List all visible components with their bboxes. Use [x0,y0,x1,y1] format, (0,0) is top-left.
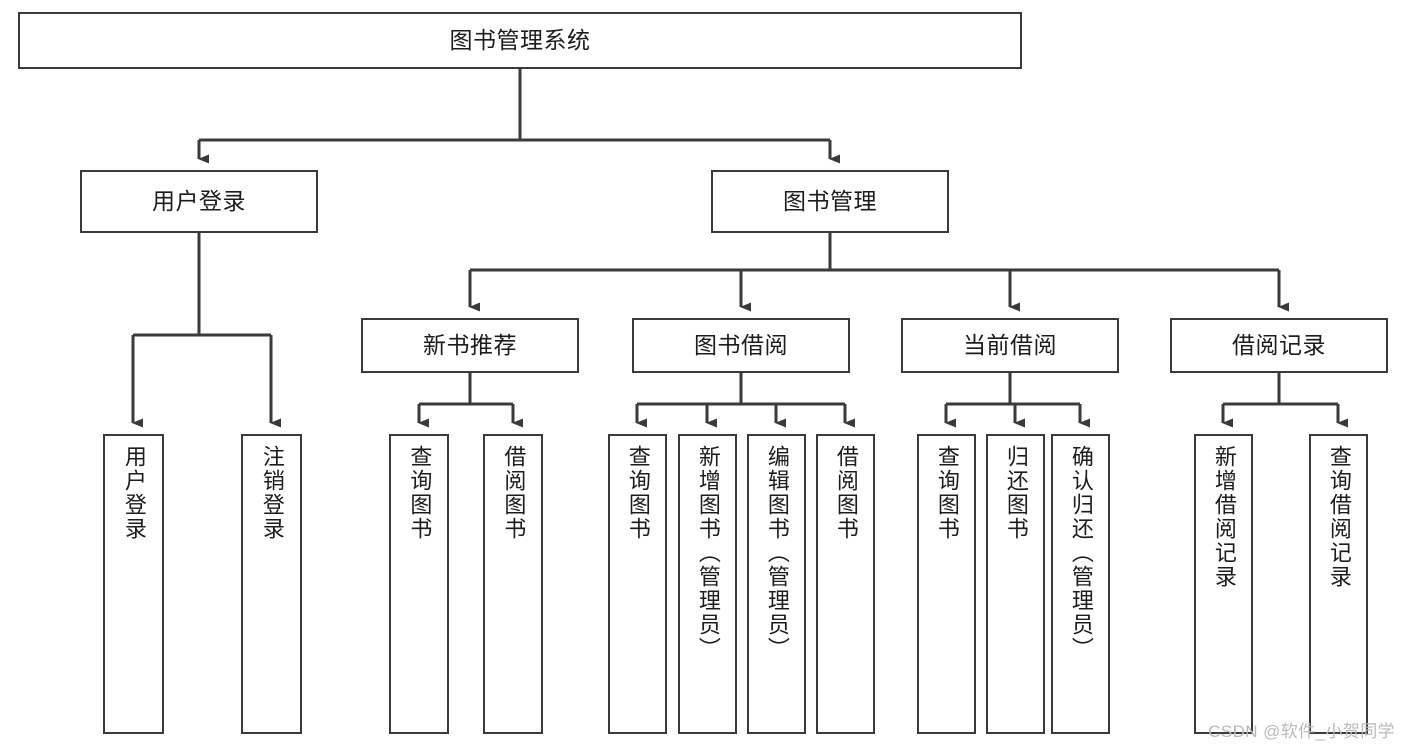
node-leaf-user-login-label: 用户登录 [121,445,147,541]
node-borrow-record-label: 借阅记录 [1232,332,1326,359]
node-leaf-edit-book-label: 编辑图书（管理员） [764,445,790,661]
node-current-borrow[interactable]: 当前借阅 [901,318,1119,373]
node-user-login[interactable]: 用户登录 [80,170,318,233]
node-book-borrow-label: 图书借阅 [694,332,788,359]
node-leaf-query-book-2[interactable]: 查询图书 [608,434,667,734]
node-leaf-query-book-3-label: 查询图书 [934,445,960,541]
node-leaf-add-record-label: 新增借阅记录 [1211,445,1237,589]
node-leaf-add-book-label: 新增图书（管理员） [695,445,721,661]
node-leaf-query-book-3[interactable]: 查询图书 [917,434,976,734]
node-book-manage-label: 图书管理 [783,188,877,215]
node-borrow-record[interactable]: 借阅记录 [1170,318,1388,373]
node-leaf-logout[interactable]: 注销登录 [241,434,302,734]
node-leaf-confirm-return[interactable]: 确认归还（管理员） [1051,434,1110,734]
node-leaf-return-book-label: 归还图书 [1003,445,1029,541]
node-leaf-query-book-2-label: 查询图书 [625,445,651,541]
node-leaf-query-book-1-label: 查询图书 [407,445,433,541]
node-current-borrow-label: 当前借阅 [963,332,1057,359]
node-leaf-add-record[interactable]: 新增借阅记录 [1194,434,1253,734]
node-leaf-borrow-book-1-label: 借阅图书 [501,445,527,541]
node-book-manage[interactable]: 图书管理 [711,170,949,233]
node-root-label: 图书管理系统 [449,27,591,54]
node-leaf-borrow-book-1[interactable]: 借阅图书 [483,434,543,734]
node-leaf-user-login[interactable]: 用户登录 [103,434,164,734]
node-leaf-return-book[interactable]: 归还图书 [986,434,1045,734]
node-leaf-borrow-book-2[interactable]: 借阅图书 [816,434,875,734]
node-new-book-rec-label: 新书推荐 [423,332,517,359]
node-leaf-add-book[interactable]: 新增图书（管理员） [678,434,737,734]
node-leaf-confirm-return-label: 确认归还（管理员） [1068,445,1094,661]
node-book-borrow[interactable]: 图书借阅 [632,318,850,373]
node-leaf-query-record[interactable]: 查询借阅记录 [1309,434,1368,734]
node-leaf-query-book-1[interactable]: 查询图书 [389,434,449,734]
node-leaf-borrow-book-2-label: 借阅图书 [833,445,859,541]
csdn-watermark: CSDN @软件_小贺同学 [1208,722,1395,741]
node-user-login-label: 用户登录 [152,188,246,215]
node-root[interactable]: 图书管理系统 [18,12,1022,69]
node-new-book-rec[interactable]: 新书推荐 [361,318,579,373]
node-leaf-query-record-label: 查询借阅记录 [1326,445,1352,589]
node-leaf-edit-book[interactable]: 编辑图书（管理员） [747,434,806,734]
node-leaf-logout-label: 注销登录 [259,445,285,541]
